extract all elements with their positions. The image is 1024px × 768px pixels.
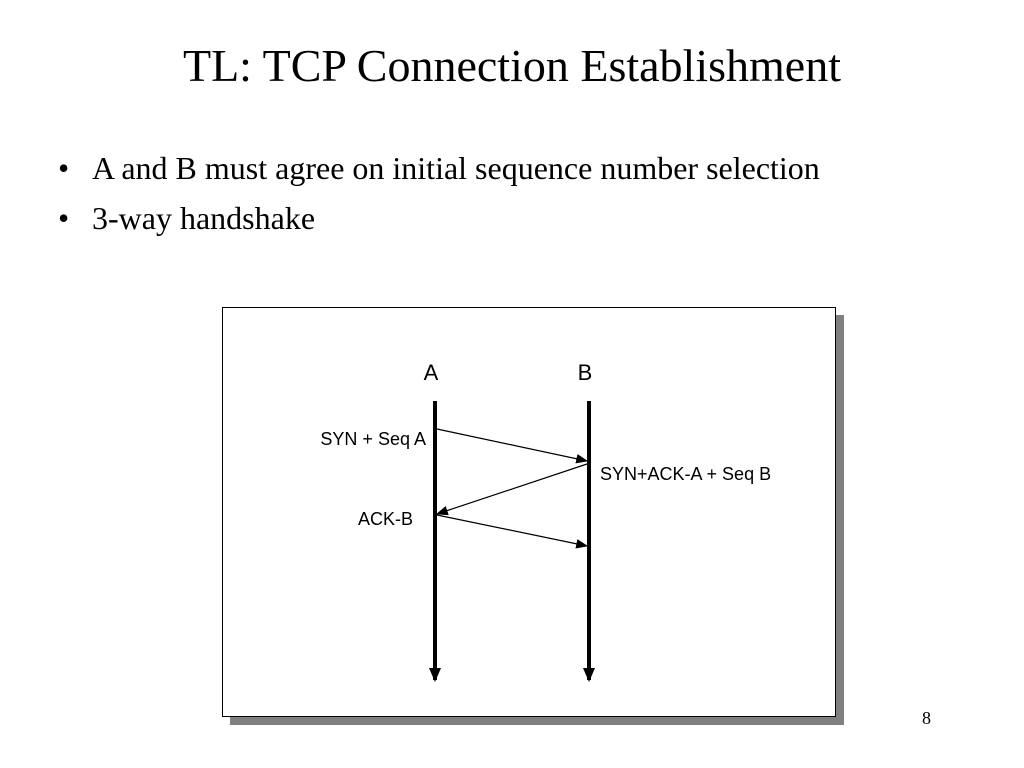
bullet-list: • A and B must agree on initial sequence… (58, 148, 878, 248)
syn-ack-message-arrow (435, 463, 588, 516)
handshake-diagram-frame: A B SYN + Seq A SYN+ACK-A + Seq B ACK-B (222, 307, 836, 717)
bullet-symbol: • (58, 200, 70, 236)
syn-message-arrow (436, 428, 589, 464)
bullet-text: 3-way handshake (92, 200, 316, 236)
bullet-item: • 3-way handshake (58, 198, 878, 238)
ack-message-arrow (436, 514, 589, 549)
handshake-diagram: A B SYN + Seq A SYN+ACK-A + Seq B ACK-B (320, 360, 771, 682)
ack-message-label: ACK-B (358, 509, 413, 529)
page-number: 8 (922, 708, 931, 728)
syn-ack-message-label: SYN+ACK-A + Seq B (600, 464, 771, 484)
slide-title: TL: TCP Connection Establishment (182, 40, 841, 91)
entity-a-label: A (424, 360, 439, 385)
timeline-b-arrowhead (583, 668, 595, 682)
bullet-item: • A and B must agree on initial sequence… (58, 148, 878, 188)
syn-message-label: SYN + Seq A (320, 429, 426, 449)
timeline-a-arrowhead (429, 668, 441, 682)
entity-b-label: B (578, 360, 593, 385)
bullet-symbol: • (58, 150, 70, 186)
bullet-text: A and B must agree on initial sequence n… (92, 150, 820, 186)
